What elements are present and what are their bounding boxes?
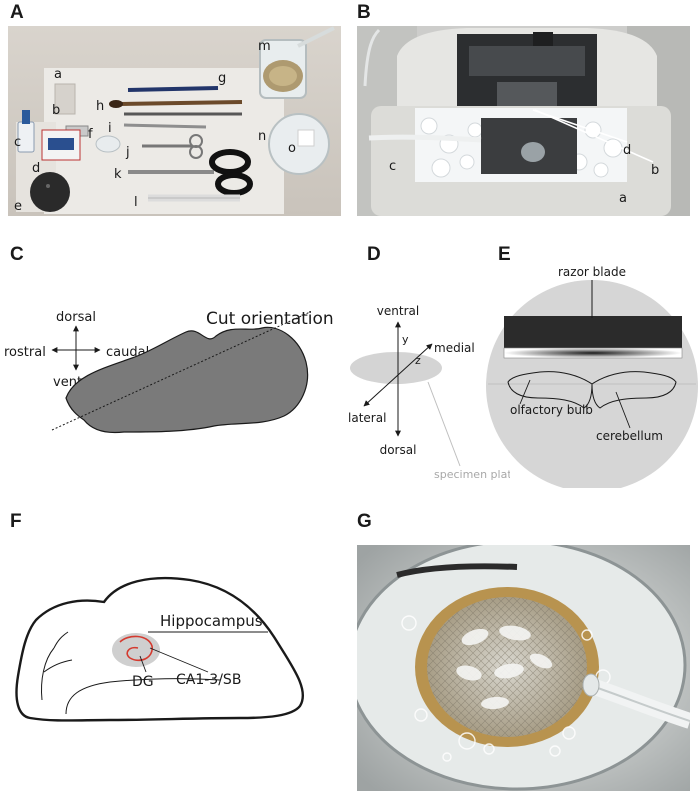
specimen-disc (30, 172, 70, 212)
small-dish (95, 135, 121, 153)
panel-d-specimen-axes: ventral y z medial lateral dorsal specim… (348, 304, 510, 481)
ca-leader-line (149, 647, 209, 673)
tool-item-labels: a b c d e f g h i j k l m n o (14, 39, 296, 214)
item-label-a: a (54, 67, 62, 82)
cut-orientation-label: Cut orientation (206, 309, 334, 329)
specimen-plate (350, 352, 442, 384)
forceps (123, 123, 207, 129)
item-label-m: m (258, 39, 271, 54)
label-y: y (402, 333, 409, 346)
panel-g-incubation-photo (357, 545, 690, 791)
brain-outline-left (507, 371, 593, 409)
brain-outline-right (591, 371, 677, 409)
hippocampus-region (112, 633, 160, 667)
item-label-e: e (14, 199, 22, 214)
item-label-b-b: b (651, 163, 659, 178)
panel-letter-d: D (367, 244, 381, 265)
item-label-k: k (114, 167, 122, 182)
item-label-f: f (88, 127, 93, 142)
panel-letter-f: F (10, 511, 22, 532)
item-label-j: j (125, 145, 130, 160)
ca-sb-label: CA1-3/SB (176, 672, 241, 688)
item-label-c: c (14, 135, 21, 150)
label-b-pointer (534, 109, 654, 163)
panel-f-hippocampus-diagram: Hippocampus CA1-3/SB DG (15, 576, 305, 722)
item-label-l: l (134, 195, 138, 210)
item-label-b-a: a (619, 191, 627, 206)
label-lateral: lateral (348, 411, 386, 425)
olfactory-bulb-label: olfactory bulb (510, 403, 593, 417)
panel-a-tools-photo: a b c d e f g h i j k l m n o (8, 26, 341, 216)
panel-letter-e: E (498, 244, 511, 265)
plate-leader-line (427, 381, 461, 467)
label-dorsal-d: dorsal (380, 443, 417, 457)
item-label-o: o (288, 141, 296, 156)
hippocampus-label: Hippocampus (160, 612, 263, 630)
dg-label: DG (132, 674, 154, 690)
label-z: z (415, 354, 421, 367)
item-label-b-d: d (623, 143, 631, 158)
brain-slices (456, 625, 553, 710)
cut-line (51, 311, 311, 431)
panel-e-blade-view: razor blade olfactory bulb cerebellum (486, 265, 698, 488)
item-label-h: h (96, 99, 104, 114)
label-ventral-d: ventral (377, 304, 419, 318)
specimen-plate-label: specimen plate (434, 468, 510, 481)
panel-c-cut-orientation: dorsal rostral caudal ventral Cut orient… (4, 309, 334, 434)
label-d-pointer (532, 109, 628, 143)
paintbrush (127, 86, 219, 92)
panel-b-vibratome-photo: a b c d (357, 26, 690, 216)
panel-letter-b: B (357, 2, 371, 23)
item-label-b: b (52, 103, 60, 118)
z-axis-arrow (363, 343, 433, 407)
cerebellum-label: cerebellum (596, 429, 663, 443)
panel-letter-g: G (357, 511, 372, 532)
item-label-g: g (218, 71, 226, 86)
item-label-i: i (108, 121, 112, 136)
brain-silhouette (65, 326, 309, 434)
hippocampus-trace (119, 635, 153, 662)
label-dorsal: dorsal (56, 310, 96, 325)
brain-section-outline (15, 576, 305, 722)
panel-letter-a: A (10, 2, 24, 23)
item-label-d: d (32, 161, 40, 176)
item-label-b-c: c (389, 159, 396, 174)
paper-square (297, 129, 315, 147)
item-label-n: n (258, 129, 266, 144)
razor-blade-block (504, 316, 682, 354)
panel-letter-c: C (10, 244, 24, 265)
razor-blade-label: razor blade (558, 265, 626, 279)
brush (119, 100, 243, 106)
label-rostral: rostral (4, 345, 46, 360)
dg-leader-line (139, 655, 147, 673)
label-medial: medial (434, 341, 475, 355)
